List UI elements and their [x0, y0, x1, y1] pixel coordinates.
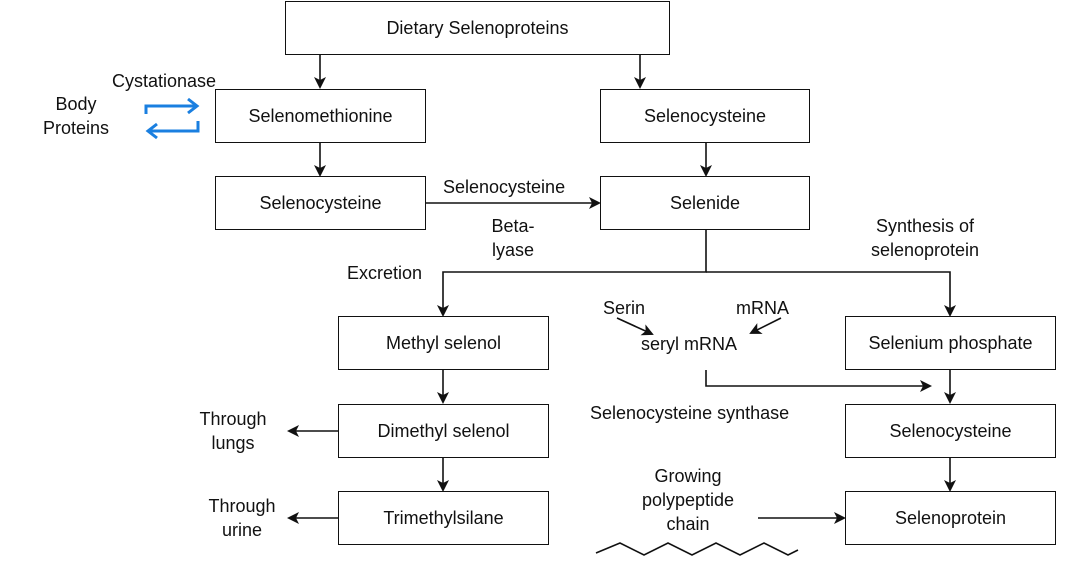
- node-selenium-phosphate: Selenium phosphate: [845, 316, 1056, 370]
- label-excretion: Excretion: [347, 263, 423, 283]
- label-through-lungs: Through lungs: [190, 407, 276, 455]
- label-body-proteins: Body Proteins: [30, 92, 122, 140]
- node-label: Selenium phosphate: [868, 332, 1033, 353]
- label-line: urine: [221, 520, 263, 540]
- node-selenocysteine-left: Selenocysteine: [215, 176, 426, 230]
- node-selenocysteine-right: Selenocysteine: [845, 404, 1056, 458]
- label-line: Through: [199, 409, 267, 429]
- label-line: Synthesis of: [875, 216, 975, 236]
- node-trimethylsilane: Trimethylsilane: [338, 491, 549, 545]
- arrow-selenide-to-phosphate: [706, 271, 956, 317]
- label-mrna: mRNA: [736, 298, 789, 318]
- node-label: Selenomethionine: [248, 105, 393, 126]
- node-label: Dimethyl selenol: [377, 420, 510, 441]
- node-label: Selenide: [669, 192, 741, 213]
- node-label: Selenoprotein: [894, 507, 1007, 528]
- label-line: lungs: [211, 433, 255, 453]
- node-methyl-selenol: Methyl selenol: [338, 316, 549, 370]
- label-line: lyase: [491, 240, 535, 260]
- node-dimethyl-selenol: Dimethyl selenol: [338, 404, 549, 458]
- label-cystationase: Cystationase: [112, 71, 217, 91]
- label-synthesis-of-selenoprotein: Synthesis of selenoprotein: [850, 214, 1000, 262]
- exchange-arrows-icon: [144, 97, 200, 140]
- label-line: Body: [55, 94, 97, 114]
- node-label: Selenocysteine: [259, 192, 382, 213]
- label-line: Proteins: [42, 118, 110, 138]
- node-label: Selenocysteine: [889, 420, 1012, 441]
- label-beta-lyase: Beta- lyase: [478, 214, 548, 262]
- arrow-selenide-split: [437, 229, 707, 317]
- label-line: polypeptide: [641, 490, 735, 510]
- arrow-mrna: [749, 317, 782, 334]
- node-selenocysteine-top: Selenocysteine: [600, 89, 810, 143]
- node-selenide: Selenide: [600, 176, 810, 230]
- label-growing-polypeptide-chain: Growing polypeptide chain: [628, 464, 748, 536]
- label-edge-selenocysteine: Selenocysteine: [443, 177, 566, 197]
- node-dietary-selenoproteins: Dietary Selenoproteins: [285, 1, 670, 55]
- arrow-seryl-to-selenocysteine: [705, 370, 932, 392]
- label-line: chain: [666, 514, 710, 534]
- label-line: selenoprotein: [870, 240, 980, 260]
- node-label: Selenocysteine: [643, 105, 767, 126]
- node-label: Trimethylsilane: [383, 507, 504, 528]
- arrow-serin: [616, 317, 654, 336]
- label-line: Through: [208, 496, 276, 516]
- polypeptide-zigzag-icon: [595, 542, 799, 556]
- label-through-urine: Through urine: [199, 494, 285, 542]
- label-serin: Serin: [603, 298, 646, 318]
- label-selenocysteine-synthase: Selenocysteine synthase: [590, 403, 790, 423]
- label-seryl-mrna: seryl mRNA: [641, 334, 738, 354]
- node-selenoprotein: Selenoprotein: [845, 491, 1056, 545]
- node-selenomethionine: Selenomethionine: [215, 89, 426, 143]
- label-line: Growing: [654, 466, 722, 486]
- node-label: Dietary Selenoproteins: [386, 17, 569, 38]
- node-label: Methyl selenol: [385, 332, 502, 353]
- label-line: Beta-: [491, 216, 535, 236]
